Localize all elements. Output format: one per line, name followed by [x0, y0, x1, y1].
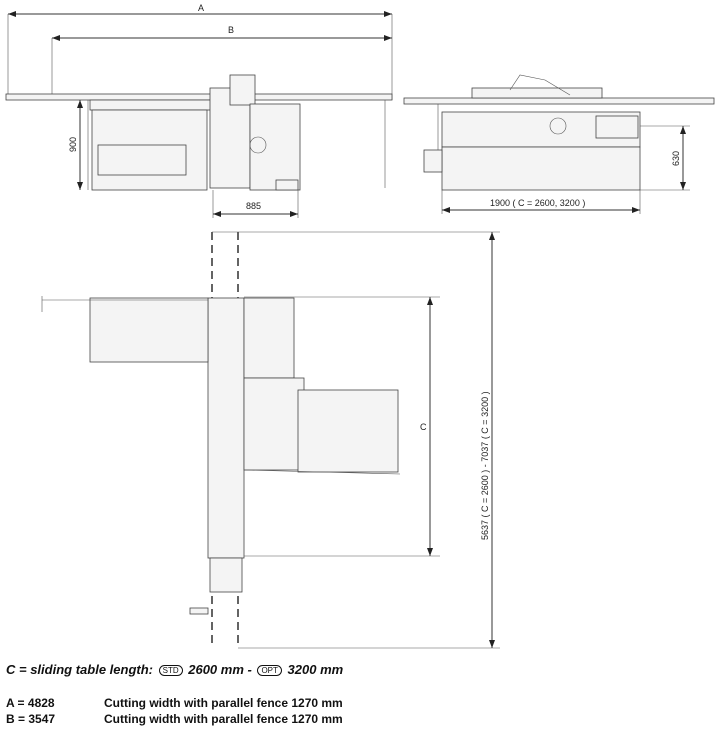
- dimension-total-label: 5637 ( C = 2600 ) - 7037 ( C = 3200 ): [480, 391, 490, 540]
- dimension-900-label: 900: [68, 137, 78, 152]
- dimension-a-label: A: [198, 3, 204, 13]
- legend-key: A = 4828: [6, 696, 55, 710]
- std-value: 2600 mm -: [188, 662, 252, 677]
- opt-value: 3200 mm: [287, 662, 344, 677]
- dimension-1900-label: 1900 ( C = 2600, 3200 ): [490, 198, 585, 208]
- legend-text: Cutting width with parallel fence 1270 m…: [104, 712, 343, 726]
- dimension-c-label: C: [420, 422, 427, 432]
- dimension-b-label: B: [228, 25, 234, 35]
- legend-row-b: B = 3547 Cutting width with parallel fenc…: [6, 712, 343, 726]
- opt-badge-icon: OPT: [257, 665, 282, 677]
- legend-row-a: A = 4828 Cutting width with parallel fenc…: [6, 696, 343, 710]
- note-prefix: C = sliding table length:: [6, 662, 153, 677]
- legend-text: Cutting width with parallel fence 1270 m…: [104, 696, 343, 710]
- front-view: A B 900 885: [5, 3, 393, 218]
- sliding-table-note: C = sliding table length: STD 2600 mm - …: [6, 662, 343, 677]
- dimension-630-label: 630: [671, 151, 681, 166]
- side-view: 1900 ( C = 2600, 3200 ) 630: [403, 74, 715, 214]
- legend-key: B = 3547: [6, 712, 56, 726]
- plan-view: C 5637 ( C = 2600 ) - 7037 ( C = 3200 ): [41, 231, 500, 649]
- dimension-885-label: 885: [246, 201, 261, 211]
- std-badge-icon: STD: [158, 665, 183, 677]
